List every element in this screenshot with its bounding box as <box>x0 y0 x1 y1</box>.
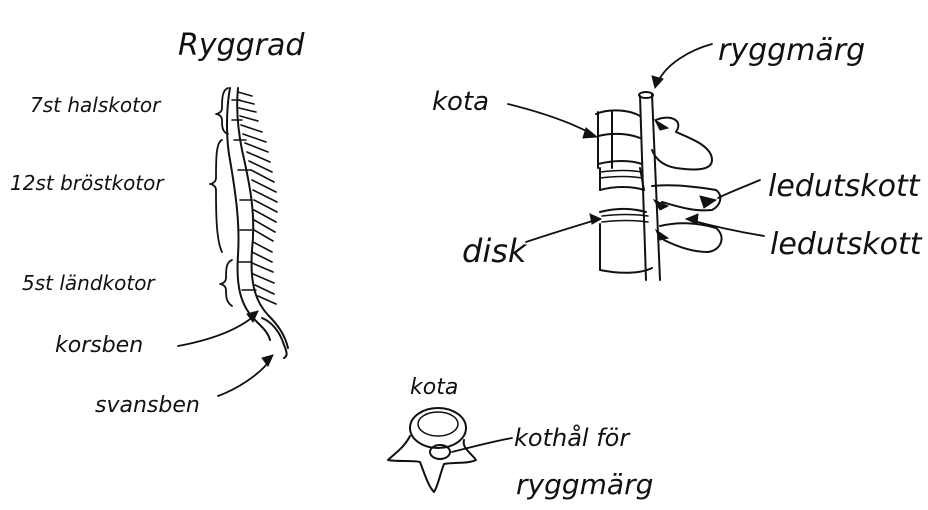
sacrum-label: korsben <box>55 333 143 358</box>
disc-lower <box>602 215 648 223</box>
process-lower <box>660 223 722 252</box>
sacrum-shape <box>262 318 287 358</box>
disc-arrow <box>526 220 596 242</box>
disc-arrowhead <box>590 214 601 224</box>
spine-title: Ryggrad <box>178 28 305 63</box>
vertebra-top-title: kota <box>410 375 458 400</box>
chest-label: 12st bröstkotor <box>10 171 165 195</box>
vertebra-arrow <box>508 104 592 134</box>
foramen-label-line1: kothål för <box>514 423 631 452</box>
foramen-label-line2: ryggmärg <box>516 468 653 501</box>
disc-label: disk <box>462 232 528 270</box>
coccyx-arrow <box>218 360 270 396</box>
disc-upper <box>600 171 642 179</box>
vertebra-top-view: kota kothål för ryggmärg <box>388 375 653 501</box>
spine-overview: Ryggrad 7st halskotor 12st bröstkotor 5s… <box>10 28 305 418</box>
vertebra-arrowhead <box>583 128 597 138</box>
facet-lower-arrow <box>690 220 764 236</box>
cord-arrowhead <box>652 76 663 88</box>
coccyx-arrowhead <box>262 355 273 366</box>
facet-upper-label: ledutskott <box>768 169 921 204</box>
lumbar-bracket <box>220 260 232 306</box>
spinal-cord-label: ryggmärg <box>718 33 865 68</box>
facet-upper-arrow <box>718 180 760 198</box>
vertebra-body-inner <box>418 412 458 436</box>
chest-bracket <box>210 140 222 252</box>
cord-arrow <box>658 44 712 82</box>
facet-lower-label: ledutskott <box>770 227 923 262</box>
spine-segment: kota ryggmärg ledutskott ledutskott disk <box>432 33 923 280</box>
neck-label: 7st halskotor <box>30 93 162 117</box>
lumbar-label: 5st ländkotor <box>22 271 156 295</box>
facet-highlight <box>700 196 716 208</box>
vertebra-body-upper <box>596 110 642 164</box>
vertebra-body-upper-sides <box>598 112 612 168</box>
vertebra-arch <box>388 436 476 492</box>
sacrum-arrow <box>178 315 255 346</box>
spinal-cord-top <box>639 92 653 98</box>
coccyx-label: svansben <box>95 393 200 418</box>
vertebra-label: kota <box>432 87 489 117</box>
spine-front-outline <box>227 88 270 340</box>
